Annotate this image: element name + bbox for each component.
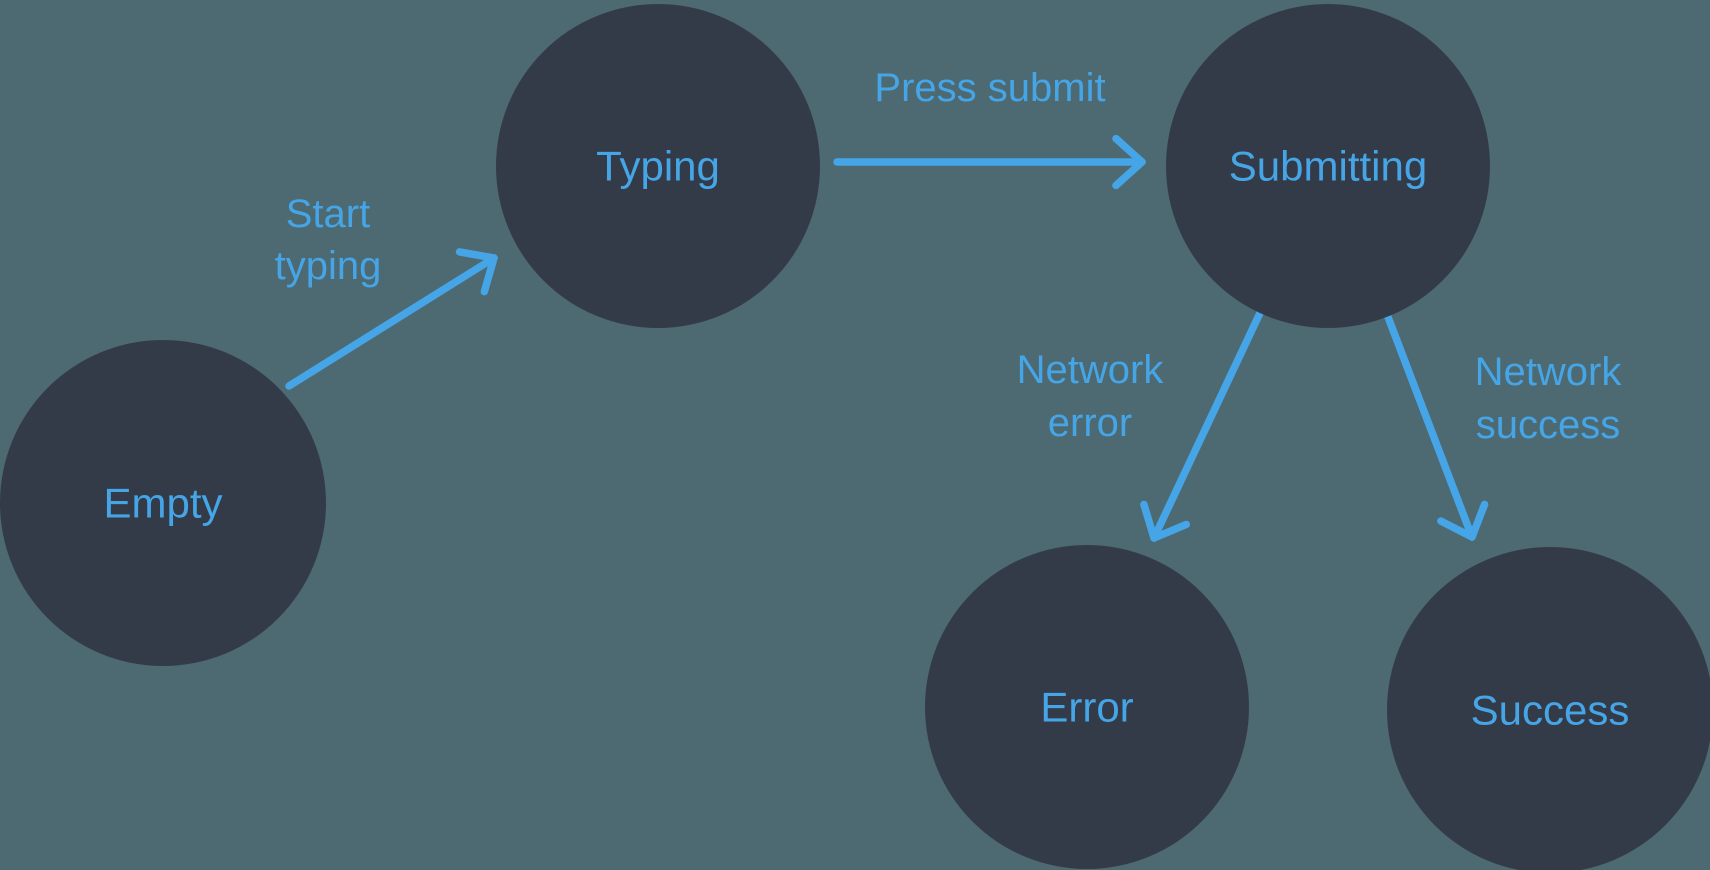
transition-arrow-shaft xyxy=(1150,309,1264,542)
state-circle xyxy=(925,545,1249,869)
transition-press-submit: Press submit xyxy=(833,66,1146,190)
transition-arrowhead xyxy=(1112,158,1146,190)
state-label: Submitting xyxy=(1229,143,1427,190)
state-success: Success xyxy=(1387,547,1710,870)
state-label: Error xyxy=(1040,684,1133,731)
state-label: Success xyxy=(1471,687,1630,734)
state-circle xyxy=(0,340,326,666)
transition-arrowhead xyxy=(1140,500,1158,542)
state-circle xyxy=(1166,4,1490,328)
transition-arrowhead xyxy=(1468,500,1489,541)
state-error: Error xyxy=(925,545,1249,869)
state-label: Empty xyxy=(103,480,222,527)
transition-arrow-shaft xyxy=(285,254,498,390)
state-circle xyxy=(1387,547,1710,870)
transition-arrowhead xyxy=(1112,134,1146,166)
state-label: Typing xyxy=(596,143,720,190)
transition-arrowhead xyxy=(455,248,498,262)
state-empty: Empty xyxy=(0,340,326,666)
state-submitting: Submitting xyxy=(1166,4,1490,328)
transition-label: Press submit xyxy=(874,66,1105,110)
state-circle xyxy=(496,4,820,328)
state-typing: Typing xyxy=(496,4,820,328)
transition-arrowhead xyxy=(1437,517,1476,541)
transition-arrowhead xyxy=(1150,520,1191,542)
transition-arrowhead xyxy=(480,254,498,296)
transition-arrow-shaft xyxy=(1384,313,1476,541)
